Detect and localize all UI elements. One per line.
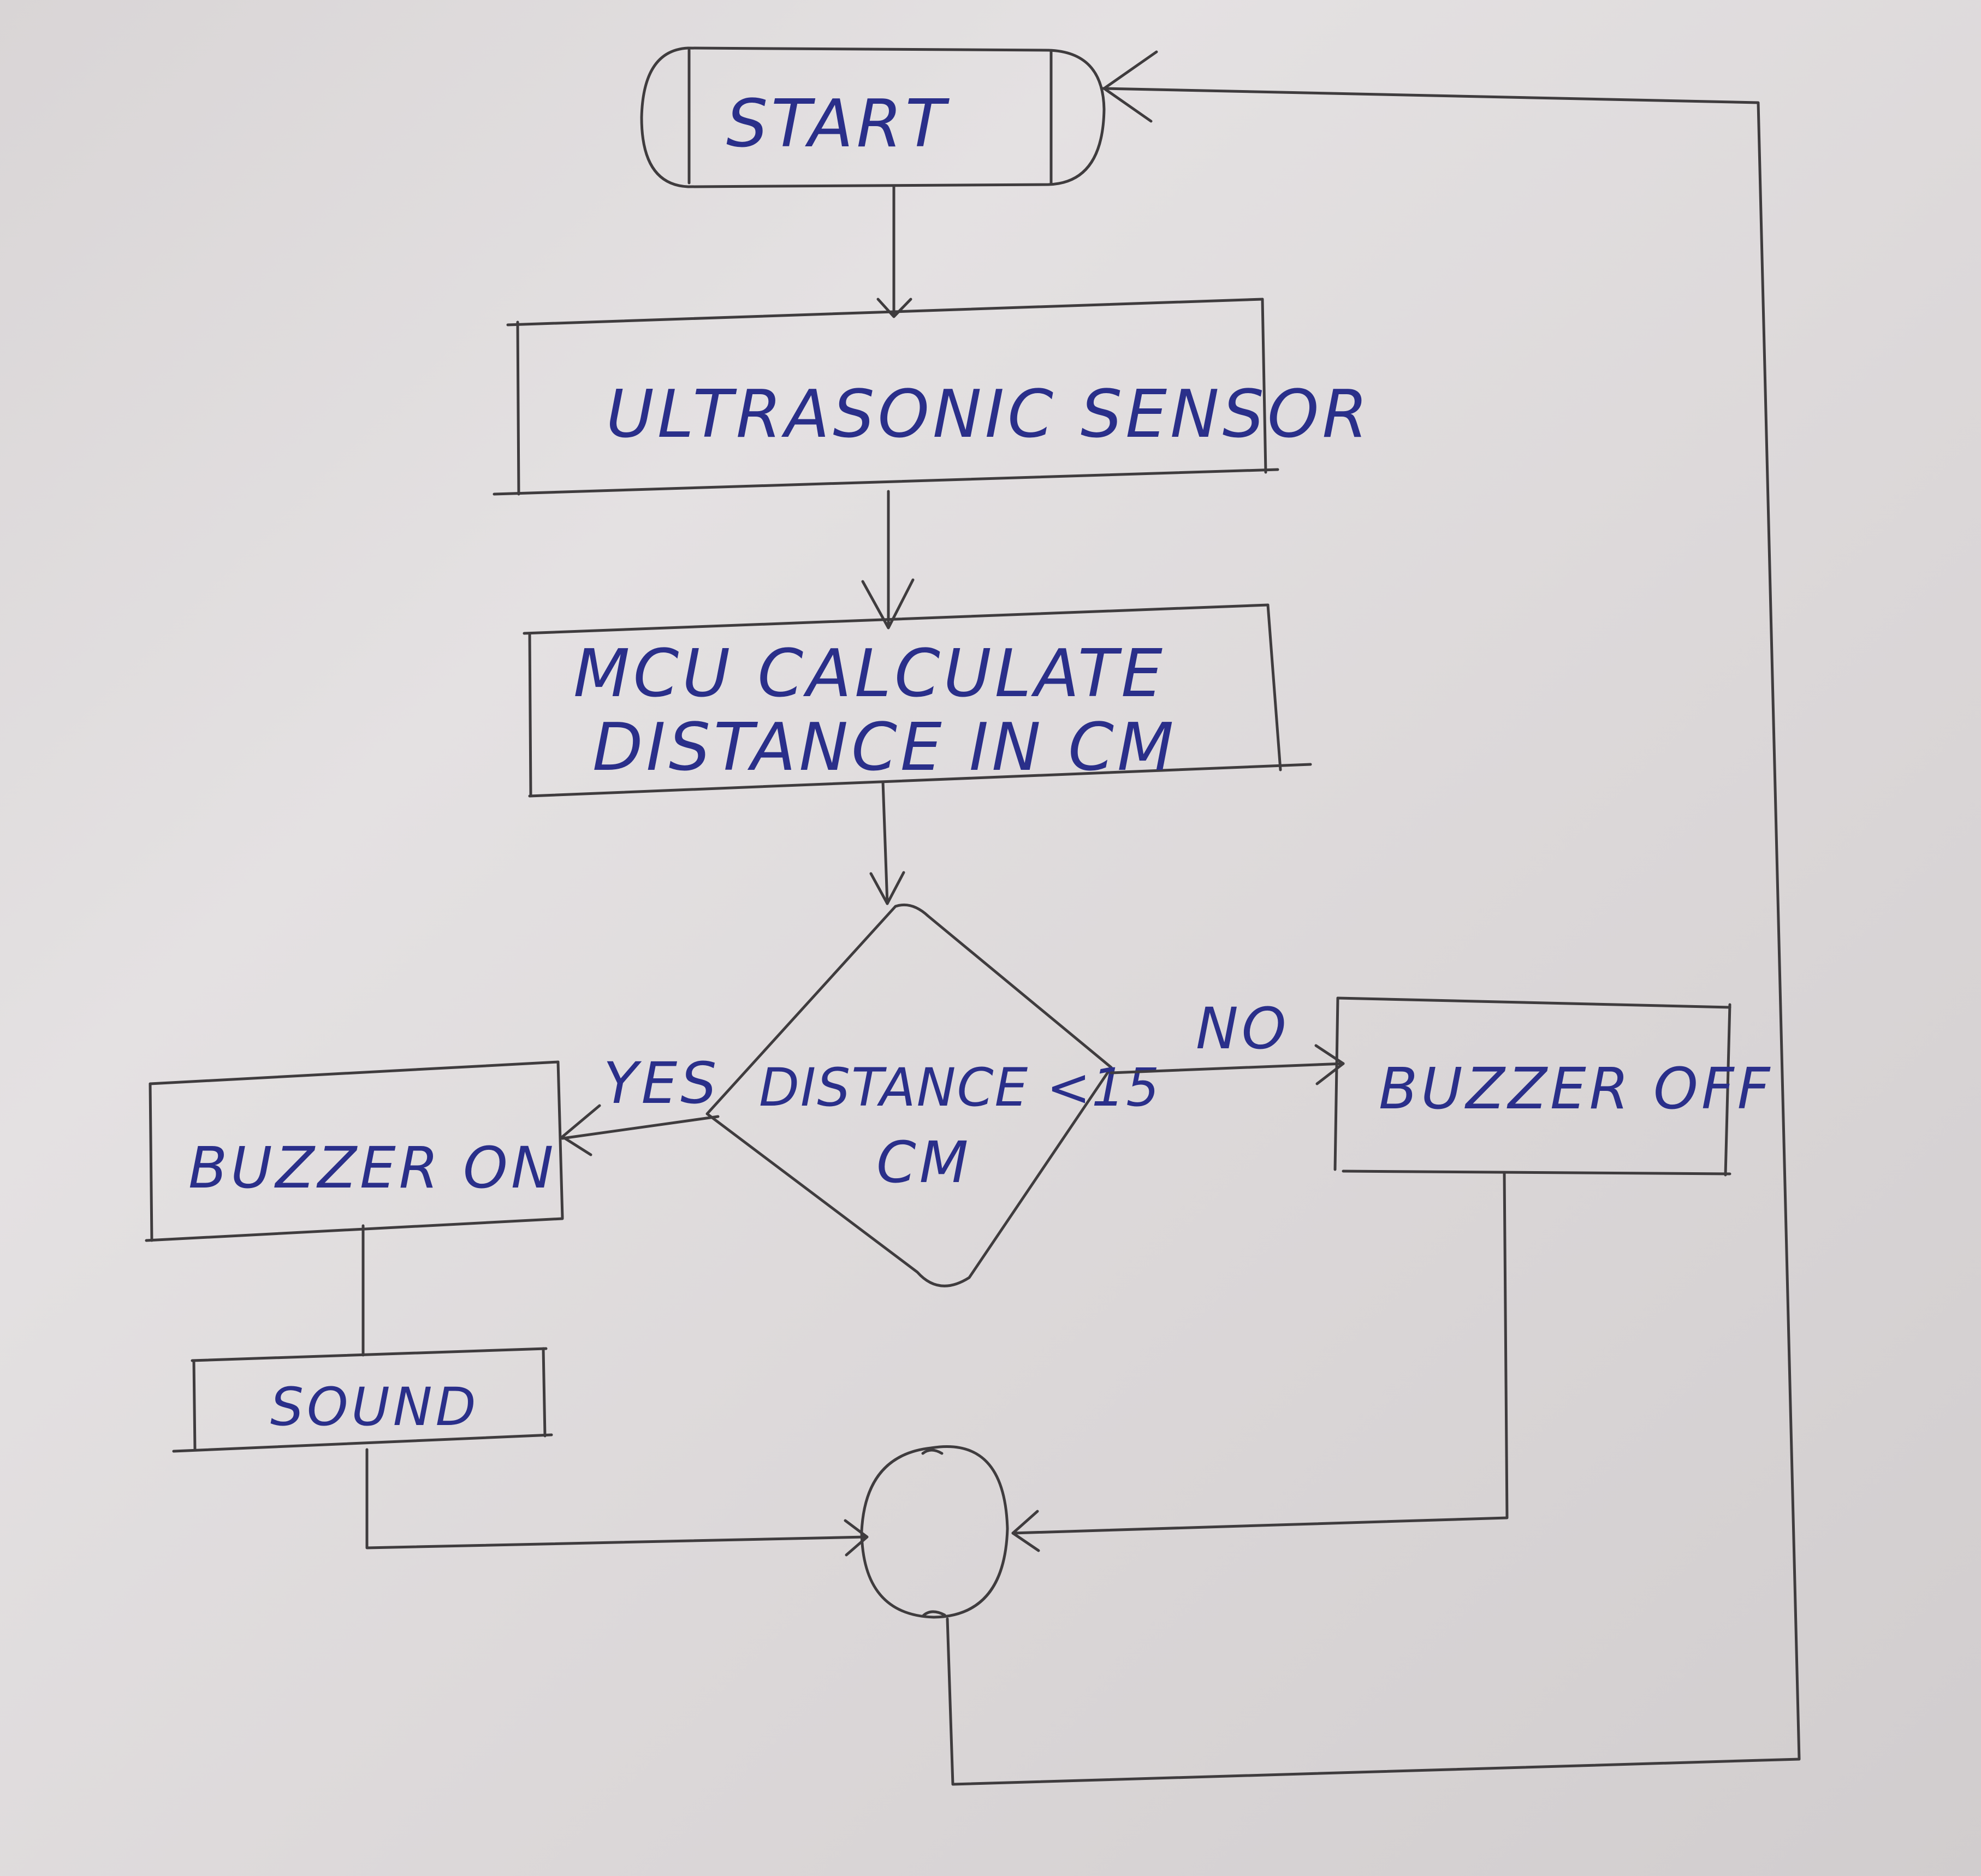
- decision-label-line1: DISTANCE <15: [759, 1057, 1160, 1118]
- yes-label: YES: [603, 1050, 720, 1117]
- sensor-node: ULTRASONIC SENSOR: [493, 298, 1371, 496]
- arrow-buzzer-off-to-merge: [1011, 1171, 1509, 1552]
- buzzer-on-node: BUZZER ON: [145, 1060, 564, 1242]
- merge-connector: [860, 1445, 1009, 1619]
- arrow-mcu-to-decision: [869, 780, 905, 905]
- no-branch: NO: [1110, 995, 1345, 1085]
- arrow-start-to-sensor: [876, 184, 912, 318]
- loop-back-line: [946, 50, 1801, 1786]
- sound-node: SOUND: [172, 1347, 553, 1453]
- mcu-node: MCU CALCULATE DISTANCE IN CM: [523, 603, 1312, 798]
- sensor-label: ULTRASONIC SENSOR: [606, 377, 1371, 453]
- decision-label-line2: CM: [876, 1129, 971, 1196]
- start-node: START: [640, 46, 1106, 188]
- no-label: NO: [1196, 995, 1290, 1062]
- arrow-sound-to-merge: [365, 1448, 869, 1557]
- sound-label: SOUND: [270, 1376, 479, 1438]
- yes-branch: YES: [561, 1050, 720, 1156]
- buzzer-off-label: BUZZER OFF: [1379, 1055, 1774, 1122]
- decision-node: DISTANCE <15 CM: [705, 903, 1160, 1287]
- arrow-sensor-to-mcu: [861, 490, 915, 630]
- buzzer-off-node: BUZZER OFF: [1333, 996, 1774, 1177]
- mcu-label-line1: MCU CALCULATE: [573, 636, 1166, 712]
- start-label: START: [726, 86, 950, 162]
- mcu-label-line2: DISTANCE IN CM: [592, 710, 1177, 786]
- buzzer-on-label: BUZZER ON: [188, 1135, 557, 1201]
